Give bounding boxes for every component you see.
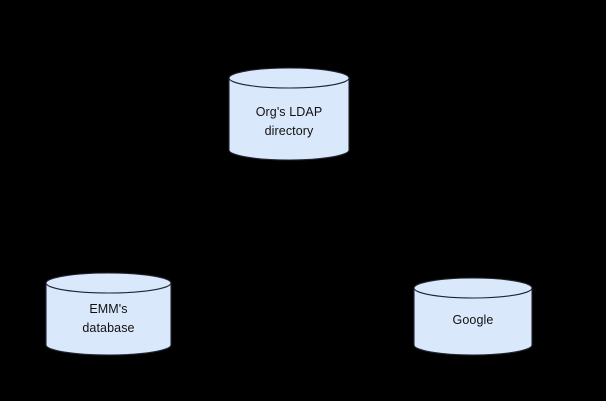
node-emm-database[interactable]: EMM's database <box>45 272 172 356</box>
node-google[interactable]: Google <box>413 277 533 356</box>
database-cylinder-icon <box>413 277 533 356</box>
database-cylinder-icon <box>45 272 172 356</box>
database-cylinder-icon <box>228 67 350 161</box>
node-org-ldap-directory[interactable]: Org's LDAP directory <box>228 67 350 161</box>
